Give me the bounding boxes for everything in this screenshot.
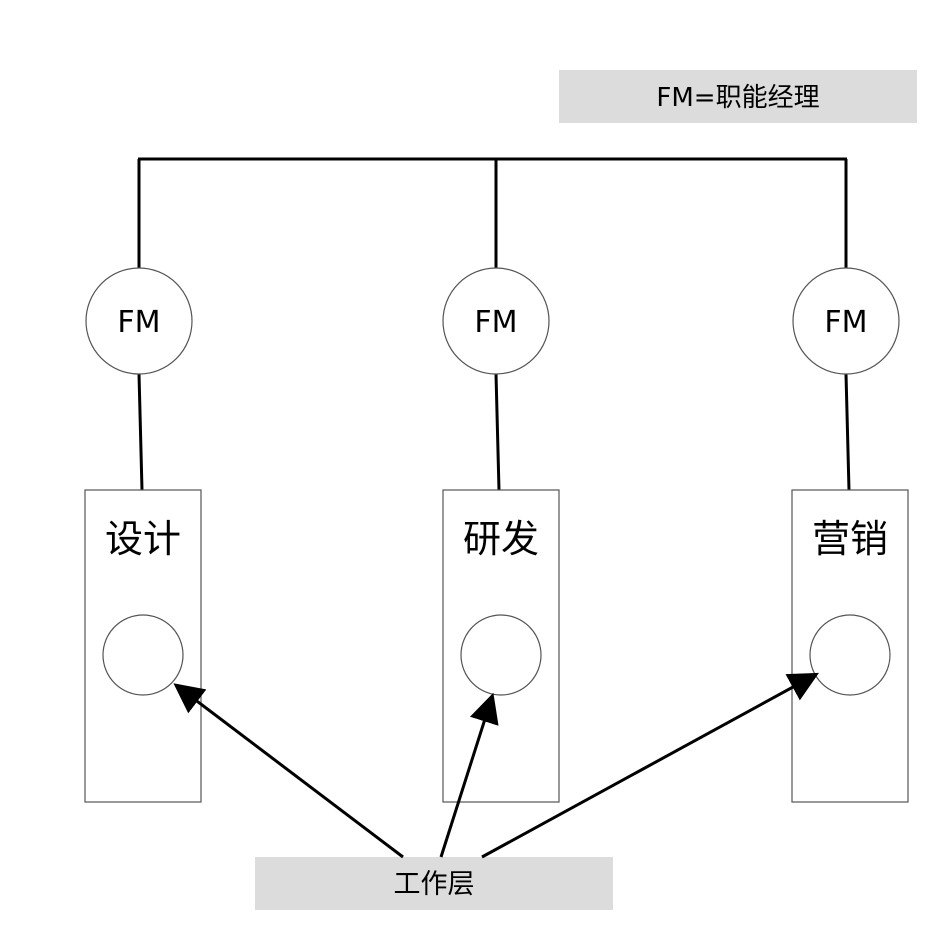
manager-link-3 <box>844 373 851 491</box>
hierarchy-connectors <box>137 157 851 491</box>
manager-link-2 <box>494 373 501 491</box>
department-label: 营销 <box>812 517 888 561</box>
arrow-to-marketing <box>481 672 819 859</box>
manager-circle <box>442 267 550 375</box>
department-column-3: 营销 <box>791 489 909 803</box>
manager-label: FM <box>474 305 517 340</box>
manager-link-1 <box>137 373 144 491</box>
department-column-2: 研发 <box>442 489 560 803</box>
arrow-to-rnd <box>439 692 499 858</box>
manager-node-3: FM <box>792 267 900 375</box>
worker-circle <box>460 614 542 696</box>
manager-circle <box>792 267 900 375</box>
manager-node-1: FM <box>85 267 193 375</box>
legend-box: FM=职能经理 <box>559 70 917 123</box>
arrow-to-design <box>173 683 404 859</box>
work-layer-arrows <box>173 672 819 859</box>
manager-circle <box>85 267 193 375</box>
department-label: 研发 <box>463 517 539 561</box>
work-layer-background <box>255 857 613 910</box>
work-layer-box: 工作层 <box>255 857 613 910</box>
manager-label: FM <box>117 305 160 340</box>
manager-label: FM <box>824 305 867 340</box>
department-label: 设计 <box>105 517 181 561</box>
worker-circle <box>809 614 891 696</box>
legend-background <box>559 70 917 123</box>
legend-text: FM=职能经理 <box>656 83 819 113</box>
worker-circle <box>102 614 184 696</box>
department-column-1: 设计 <box>84 489 202 803</box>
work-layer-text: 工作层 <box>394 869 475 900</box>
manager-node-2: FM <box>442 267 550 375</box>
